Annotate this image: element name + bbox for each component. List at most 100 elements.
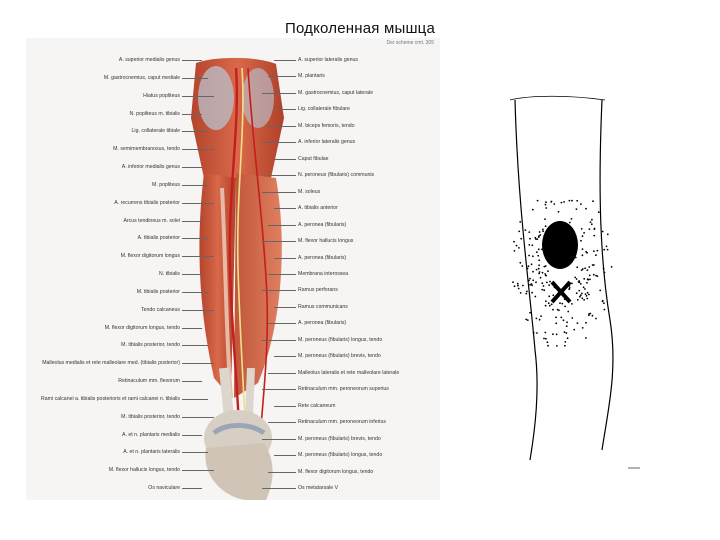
right-label: Lig. collaterale fibulare xyxy=(298,106,350,113)
leader-line xyxy=(274,356,296,357)
flexor-hallucis-longus xyxy=(234,173,282,398)
retinaculum xyxy=(212,423,266,436)
leader-line xyxy=(182,256,214,257)
leader-line xyxy=(182,77,208,79)
leader-line xyxy=(268,125,296,127)
left-label: Arcus tendineus m. solei xyxy=(123,217,180,224)
left-label: N. tibialis xyxy=(158,271,180,277)
anatomy-plate: Der sсheme cmt. 305 xyxy=(26,38,440,500)
plate-reference: Der sсheme cmt. 305 xyxy=(386,40,434,46)
leader-line xyxy=(262,389,296,390)
leader-line xyxy=(182,345,208,346)
right-label: N. peroneus (fibularis) communis xyxy=(298,172,375,179)
leader-line xyxy=(274,158,296,160)
left-label: M. tibialis posterior xyxy=(136,288,180,295)
leader-line xyxy=(182,202,214,204)
left-label: Hiatus popliteus xyxy=(143,92,180,99)
leader-line xyxy=(262,438,296,440)
gastrocnemius-lateral-head xyxy=(242,68,274,128)
right-label: M. peroneus (fibularis) longus, tendo xyxy=(298,336,383,343)
slide-title: Подколенная мышца xyxy=(284,20,436,37)
left-label: M. gastrocnemius, caput mediale xyxy=(103,74,180,81)
leader-line xyxy=(262,339,296,341)
right-label: Ramus perforans xyxy=(298,287,338,294)
leader-line xyxy=(268,224,296,226)
right-label: Ramus communicans xyxy=(298,303,348,310)
left-label: A. recurrens tibialis posterior xyxy=(114,199,180,206)
leader-line xyxy=(268,471,296,473)
leader-line xyxy=(262,290,296,291)
left-label: N. popliteus m. tibialis xyxy=(129,110,180,117)
knee-sketch xyxy=(509,95,640,469)
leader-line xyxy=(182,60,202,61)
popliteus-shading xyxy=(512,199,613,347)
leader-line xyxy=(274,306,296,308)
leader-line xyxy=(182,452,208,453)
right-label: M. flexor hallucis longus xyxy=(298,238,354,245)
left-label: A. inferior medialis genus xyxy=(121,164,180,170)
leader-line xyxy=(182,488,202,489)
left-label: M. flexor hallucis longus, tendo xyxy=(108,467,180,474)
right-label: M. plantaris xyxy=(298,73,325,80)
left-label: Retinaculum mm. flexorum xyxy=(118,378,180,384)
leader-line xyxy=(268,422,296,423)
right-label: M. soleus xyxy=(298,188,321,195)
leg-illustration xyxy=(191,57,284,500)
leader-line xyxy=(182,238,208,239)
leader-line xyxy=(268,76,296,77)
left-label: A. tibialis posterior xyxy=(137,235,180,242)
right-label: M. peroneus (fibularis) brevis, tendo xyxy=(298,435,381,442)
right-label: Membrana interossea xyxy=(298,271,349,277)
leader-line xyxy=(268,372,296,374)
leader-line xyxy=(268,323,296,324)
right-label: Rete calcaneum xyxy=(298,402,336,409)
left-label: A. et n. plantaris lateralis xyxy=(123,449,180,456)
leader-line xyxy=(262,488,296,489)
leader-line xyxy=(182,274,202,275)
leader-line xyxy=(274,208,296,209)
gastrocnemius-medial-head xyxy=(198,66,234,130)
right-label: M. gastrocnemius, caput laterale xyxy=(298,89,373,96)
posterior-tibial-artery xyxy=(228,67,242,449)
leader-line xyxy=(182,470,214,471)
left-label: M. popliteus xyxy=(152,181,180,188)
leader-line xyxy=(182,327,202,328)
right-label: M. peroneus (fibularis) longus, tendo xyxy=(298,452,383,459)
sketch-right-contour xyxy=(599,99,614,451)
left-label: M. tibialis posterior, tendo xyxy=(121,342,180,349)
left-label: M. tibialis posterior, tendo xyxy=(121,413,180,420)
left-label: M. flexor digitorum longus xyxy=(120,253,180,260)
heel xyxy=(205,443,273,500)
leader-line xyxy=(274,405,296,407)
left-label: Malleolus medialis et rete malleolare me… xyxy=(42,360,180,367)
right-label: M. biceps femoris, tendo xyxy=(298,122,355,129)
right-label: M. flexor digitorum longus, tendo xyxy=(298,468,374,475)
left-label: Os naviculare xyxy=(148,485,180,491)
leader-line xyxy=(182,363,214,364)
leader-line xyxy=(182,416,214,418)
leader-line xyxy=(274,109,296,110)
leader-line xyxy=(274,455,296,456)
sketch-x-mark xyxy=(550,280,572,304)
leader-line xyxy=(182,113,202,114)
leader-line xyxy=(274,257,296,259)
right-label: A. tibialis anterior xyxy=(298,205,338,212)
leader-line xyxy=(182,131,208,132)
leader-line xyxy=(274,60,296,61)
right-label: Os metatarsale V xyxy=(298,485,339,491)
leader-line xyxy=(262,142,296,143)
leader-line xyxy=(268,274,296,275)
sketch-top xyxy=(509,95,606,101)
tibial-nerve xyxy=(236,67,247,449)
leader-line xyxy=(182,398,208,400)
right-label: A. superior lateralis genus xyxy=(298,57,358,63)
left-label: M. flexor digitorum longus, tendo xyxy=(104,324,180,331)
right-label: M. peroneus (fibularis) brevis, tendo xyxy=(298,353,381,360)
right-label: A. peronea (fibularis) xyxy=(298,320,347,327)
left-label: M. semimembranosus, tendo xyxy=(113,146,180,153)
leader-line xyxy=(262,191,296,193)
leader-line xyxy=(182,184,208,186)
leader-line xyxy=(182,381,202,382)
right-label: Malleolus lateralis et rete malleolare l… xyxy=(298,369,400,376)
left-label: Tendo calcaneus xyxy=(141,306,180,313)
